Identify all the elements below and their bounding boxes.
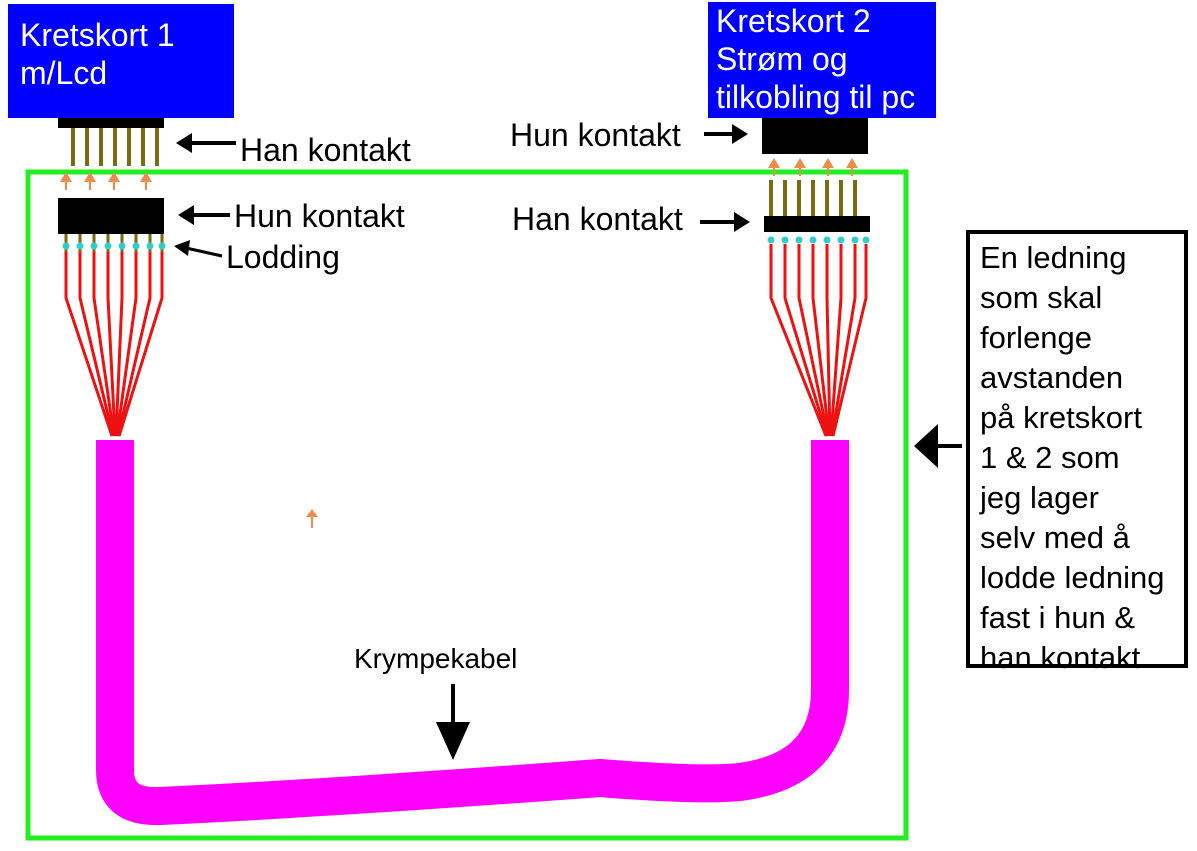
solder-point <box>146 242 154 250</box>
left-wire-fan <box>64 252 164 437</box>
right-wire-fan <box>769 244 868 437</box>
note-line: 1 & 2 som <box>980 440 1120 475</box>
board-1-box: Kretskort 1 m/Lcd <box>8 4 234 118</box>
solder-point <box>158 242 166 250</box>
insert-arrow-head <box>84 172 96 182</box>
board-2-line: tilkobling til pc <box>716 79 916 115</box>
insert-arrow-head <box>822 158 834 168</box>
arrow-note <box>914 424 962 468</box>
wire <box>811 244 831 437</box>
solder-point <box>104 242 112 250</box>
solder-point <box>781 236 789 244</box>
solder-point <box>767 236 775 244</box>
solder-point <box>76 242 84 250</box>
insert-arrow-head <box>846 158 858 168</box>
cable-assembly-frame <box>25 169 909 841</box>
board-1-line: Kretskort 1 <box>20 17 175 53</box>
wire <box>106 252 117 437</box>
insert-arrow-head <box>60 172 72 182</box>
wire <box>783 244 829 437</box>
note-line: forlenge <box>980 320 1093 355</box>
wire <box>830 244 857 437</box>
wire <box>116 252 152 437</box>
right-insert-arrows <box>768 158 858 176</box>
label-hun-kontakt-right: Hun kontakt <box>510 117 681 153</box>
note-line: En ledning <box>980 240 1127 275</box>
solder-point <box>118 242 126 250</box>
insert-arrow-head <box>108 172 120 182</box>
arrow-han-left <box>176 133 236 153</box>
wire <box>797 244 830 437</box>
wire <box>64 252 114 437</box>
insert-arrow-head <box>140 172 152 182</box>
label-krympekabel: Krympekabel <box>354 643 518 674</box>
note-line: lodde ledning <box>980 560 1165 595</box>
wire <box>829 244 843 437</box>
arrow-lodding <box>174 240 223 258</box>
label-hun-kontakt-left: Hun kontakt <box>234 198 405 234</box>
solder-point <box>90 242 98 250</box>
solder-point <box>823 236 831 244</box>
wire <box>831 244 868 437</box>
note-line: på kretskort <box>980 400 1142 435</box>
arrow-hun-right <box>704 124 748 144</box>
board-1-line: m/Lcd <box>20 55 108 91</box>
insert-arrow-head <box>794 158 806 168</box>
insert-arrow-head <box>768 158 780 168</box>
solder-point <box>837 236 845 244</box>
wire <box>114 252 124 437</box>
left-female-connector <box>58 198 164 234</box>
wire <box>78 252 115 437</box>
arrow-krympekabel <box>436 684 470 760</box>
stray-orange-marker <box>306 509 318 528</box>
wire <box>117 252 164 437</box>
arrow-han-right <box>700 212 750 232</box>
solder-point <box>62 242 70 250</box>
note-line: avstanden <box>980 360 1124 395</box>
left-male-header <box>58 118 164 166</box>
note-box: En ledning som skal forlenge avstanden p… <box>966 230 1188 675</box>
board-2-line: Strøm og <box>716 41 848 77</box>
arrow-hun-left <box>178 205 230 225</box>
wire <box>825 244 832 437</box>
label-lodding: Lodding <box>226 239 340 275</box>
right-male-header <box>764 180 870 232</box>
board-2-box: Kretskort 2 Strøm og tilkobling til pc <box>708 2 936 118</box>
solder-point <box>862 236 870 244</box>
left-insert-arrows <box>60 172 152 190</box>
note-line: jeg lager <box>980 480 1099 515</box>
wire <box>769 244 828 437</box>
board-2-line: Kretskort 2 <box>716 3 871 39</box>
solder-point <box>132 242 140 250</box>
solder-point <box>795 236 803 244</box>
solder-point <box>851 236 859 244</box>
label-han-kontakt-left: Han kontakt <box>240 132 411 168</box>
note-line: selv med å <box>980 520 1130 555</box>
left-solder-points <box>62 234 166 252</box>
solder-point <box>809 236 817 244</box>
wire <box>115 252 138 437</box>
note-line: som skal <box>980 280 1103 315</box>
label-han-kontakt-right: Han kontakt <box>512 201 683 237</box>
note-line: fast i hun & <box>980 600 1136 635</box>
note-line: han kontakt.. <box>980 640 1158 675</box>
shrink-cable <box>96 440 849 826</box>
wire <box>92 252 116 437</box>
right-solder-points <box>767 236 870 244</box>
right-female-connector <box>762 118 868 154</box>
